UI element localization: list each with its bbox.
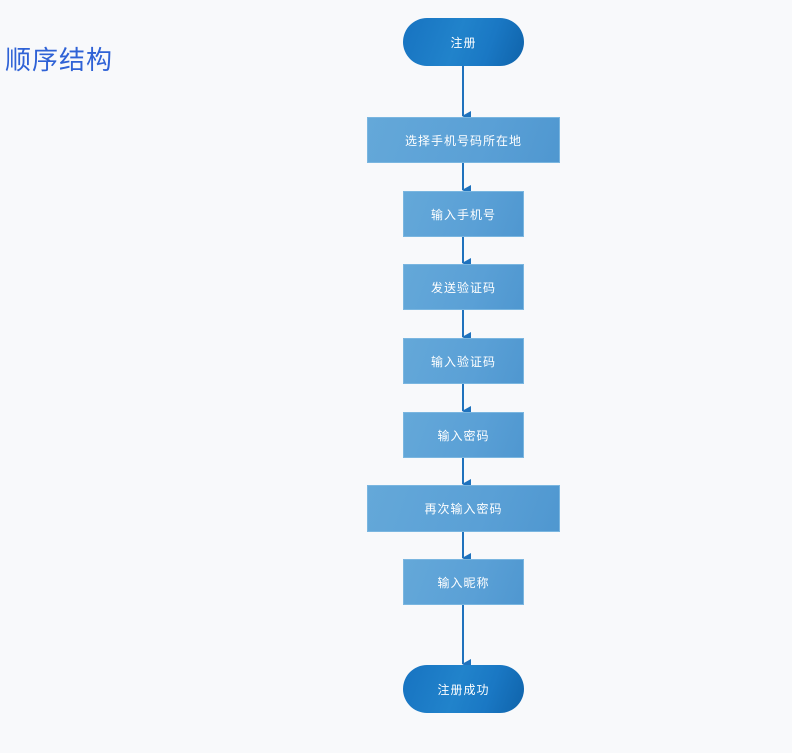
node-label: 选择手机号码所在地 xyxy=(404,133,522,148)
process-send-code: 发送验证码 xyxy=(403,264,524,310)
node-label: 注册 xyxy=(450,35,477,50)
end-terminal: 注册成功 xyxy=(403,665,524,713)
node-label: 注册成功 xyxy=(437,682,490,697)
node-label: 再次输入密码 xyxy=(424,502,503,516)
process-enter-nickname: 输入昵称 xyxy=(403,559,524,605)
start-terminal: 注册 xyxy=(403,18,524,66)
node-label: 输入验证码 xyxy=(430,354,496,369)
process-enter-code: 输入验证码 xyxy=(403,338,524,384)
node-label: 输入昵称 xyxy=(437,575,490,590)
node-label: 输入手机号 xyxy=(430,207,496,222)
process-confirm-password: 再次输入密码 xyxy=(367,485,560,532)
node-label: 输入密码 xyxy=(437,428,490,443)
node-label: 发送验证码 xyxy=(430,280,496,295)
process-select-region: 选择手机号码所在地 xyxy=(367,117,560,163)
process-enter-phone: 输入手机号 xyxy=(403,191,524,237)
page-title: 顺序结构 xyxy=(5,46,114,76)
process-enter-password: 输入密码 xyxy=(403,412,524,458)
